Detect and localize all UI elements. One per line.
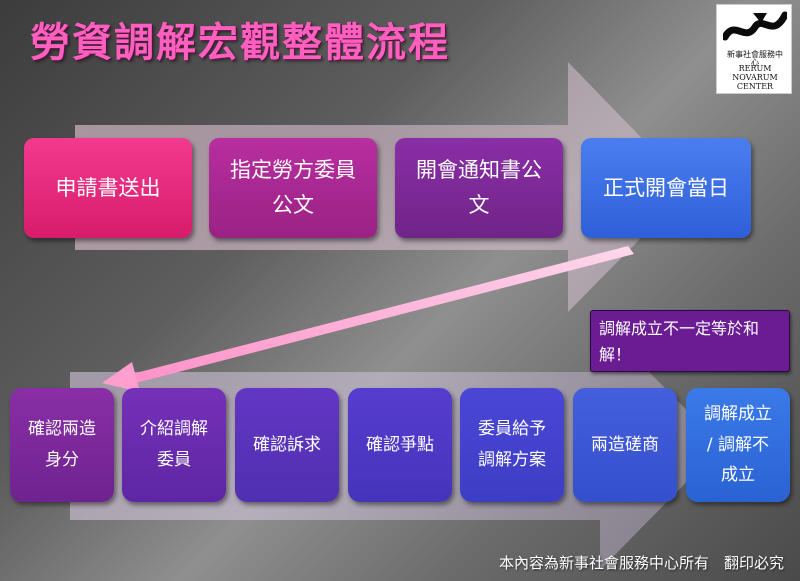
step-label-line: 確認訴求 (253, 434, 321, 455)
step-label-line: 成立 (721, 465, 755, 486)
step-mediation-proposal: 委員給予 調解方案 (460, 388, 564, 502)
step-label-line: 委員給予 (478, 419, 546, 440)
step-label-line: 兩造磋商 (591, 434, 659, 455)
logo-mark-icon (723, 11, 787, 41)
mediation-note-callout: 調解成立不一定等於和解！ (590, 310, 790, 372)
copyright-footer: 本內容為新事社會服務中心所有 翻印必究 (498, 554, 784, 572)
step-label-line: 確認爭點 (366, 434, 434, 455)
step-label-line: / 調解不 (706, 434, 770, 455)
top-flow-arrow (75, 62, 690, 312)
step-introduce-mediator: 介紹調解 委員 (122, 388, 226, 502)
step-mediation-outcome: 調解成立 / 調解不 成立 (686, 388, 790, 502)
connector-arrow (102, 246, 634, 392)
step-label-line: 委員 (157, 450, 191, 470)
step-label-line: 正式開會當日 (603, 175, 729, 200)
step-label-line: 文 (468, 193, 490, 217)
step-assign-labor-member: 指定勞方委員 公文 (209, 138, 377, 238)
logo-english-line-3: CENTER (736, 82, 774, 91)
step-label-line: 申請書送出 (55, 175, 161, 200)
step-label-line: 開會通知書公 (416, 158, 542, 183)
step-confirm-claims: 確認訴求 (235, 388, 339, 502)
step-party-negotiation: 兩造磋商 (573, 388, 677, 502)
step-label-line: 介紹調解 (140, 419, 208, 440)
step-label-line: 調解成立 (704, 404, 772, 425)
step-confirm-disputes: 確認爭點 (348, 388, 452, 502)
step-label-line: 指定勞方委員 (230, 158, 356, 183)
page-title: 勞資調解宏觀整體流程 (30, 20, 450, 66)
rerum-novarum-logo: 新事社會服務中心 RERUM NOVARUM CENTER (716, 4, 792, 94)
logo-chinese-name: 新事社會服務中心 (727, 50, 783, 67)
step-formal-meeting-day: 正式開會當日 (581, 138, 751, 238)
step-label-line: 調解方案 (478, 450, 546, 470)
step-label-line: 確認兩造 (28, 419, 96, 440)
logo-english-line-2: NOVARUM (732, 73, 778, 82)
step-label-line: 身分 (45, 450, 79, 470)
logo-english-line-1: RERUM (738, 64, 772, 73)
step-label-line: 公文 (272, 193, 314, 217)
step-meeting-notice: 開會通知書公 文 (395, 138, 563, 238)
step-confirm-party-identity: 確認兩造 身分 (10, 388, 114, 502)
step-application-submitted: 申請書送出 (24, 138, 192, 238)
